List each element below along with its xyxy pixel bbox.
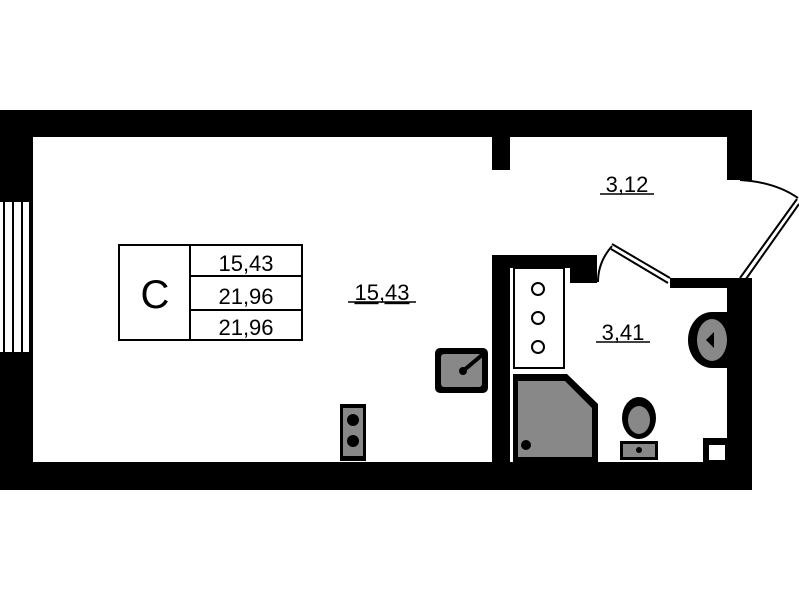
window [0, 202, 31, 352]
wall-top [0, 110, 752, 137]
bathroom-wall-left [492, 255, 510, 462]
bathroom-wall-top-step [570, 255, 597, 283]
shower-tray-icon [513, 374, 598, 462]
ventilation-shaft [703, 438, 727, 462]
total-area-balcony-value: 21,96 [218, 315, 273, 340]
apartment-type: C [141, 273, 170, 317]
bathroom-wall-top-left [492, 255, 577, 268]
wall-stub [492, 137, 510, 170]
wall-right-lower [727, 278, 752, 490]
area-table [118, 244, 303, 341]
wall-bottom [0, 462, 752, 490]
hallway-area-label: 3,12 [606, 172, 649, 197]
kitchen-sink-icon [435, 348, 488, 393]
wall-right-upper [727, 110, 752, 180]
room-area-label: 15,43 [354, 280, 409, 305]
bathroom-door[interactable] [597, 243, 671, 284]
wash-basin-icon [688, 312, 727, 368]
total-area-value: 21,96 [218, 284, 273, 309]
washing-machine-shelf [513, 267, 565, 369]
stove-icon [340, 404, 366, 461]
bathroom-wall-top-right [670, 278, 752, 288]
toilet-icon [620, 397, 658, 460]
living-area-value: 15,43 [218, 251, 273, 276]
bathroom-area-label: 3,41 [602, 320, 645, 345]
entrance-door[interactable] [739, 179, 799, 280]
